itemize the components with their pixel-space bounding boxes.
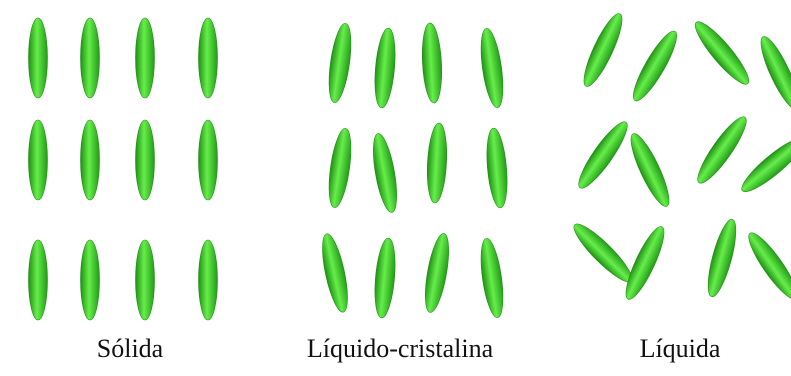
liquid-crystal-molecule-r2c3 — [425, 123, 448, 204]
solid-phase-label: Sólida — [40, 334, 220, 364]
liquid-crystal-molecule-r1c3 — [420, 23, 443, 104]
liquid-molecule-r1c2 — [627, 27, 683, 106]
liquid-crystal-molecule-r3c1 — [317, 232, 352, 314]
liquid-molecule-r2c4 — [736, 132, 791, 198]
solid-molecule-r3c4 — [199, 240, 218, 320]
liquid-molecule-r1c4 — [754, 33, 791, 114]
liquid-phase-panel — [568, 10, 791, 304]
liquid-crystal-molecule-r2c4 — [484, 127, 510, 208]
liquid-molecule-r3c1 — [568, 218, 638, 288]
solid-molecule-r2c4 — [199, 120, 218, 200]
liquid-crystal-molecule-r3c2 — [372, 237, 398, 318]
liquid-crystal-molecule-r1c2 — [372, 27, 398, 108]
liquid-crystal-molecule-r2c2 — [369, 132, 402, 214]
liquid-crystal-molecule-r3c3 — [421, 232, 454, 314]
liquid-molecule-r3c2 — [619, 223, 670, 304]
solid-molecule-r2c2 — [81, 120, 100, 200]
liquid-molecule-r2c3 — [691, 112, 752, 188]
solid-molecule-r3c3 — [136, 240, 155, 320]
solid-phase-panel — [29, 18, 218, 320]
solid-molecule-r2c3 — [136, 120, 155, 200]
liquid-crystal-phase-panel — [317, 22, 510, 319]
liquid-crystal-molecule-r2c1 — [325, 127, 355, 209]
liquid-molecule-r1c3 — [689, 16, 755, 89]
solid-molecule-r1c3 — [136, 18, 155, 98]
solid-molecule-r3c1 — [29, 240, 48, 320]
solid-molecule-r1c4 — [199, 18, 218, 98]
liquid-phase-label: Líquida — [590, 334, 770, 364]
liquid-molecule-r3c4 — [742, 228, 791, 304]
solid-molecule-r3c2 — [81, 240, 100, 320]
liquid-molecule-r2c2 — [624, 130, 675, 211]
liquid-molecule-r3c3 — [702, 217, 741, 299]
liquid-molecule-r2c1 — [572, 117, 633, 193]
liquid-crystal-molecule-r1c4 — [477, 27, 507, 109]
solid-molecule-r1c1 — [29, 18, 48, 98]
liquid-crystal-molecule-r3c4 — [477, 237, 507, 319]
liquid-crystal-molecule-r1c1 — [325, 22, 355, 104]
liquid-crystal-phase-label: Líquido-cristalina — [275, 334, 525, 364]
liquid-molecule-r1c1 — [577, 10, 628, 91]
solid-molecule-r1c2 — [81, 18, 100, 98]
solid-molecule-r2c1 — [29, 120, 48, 200]
